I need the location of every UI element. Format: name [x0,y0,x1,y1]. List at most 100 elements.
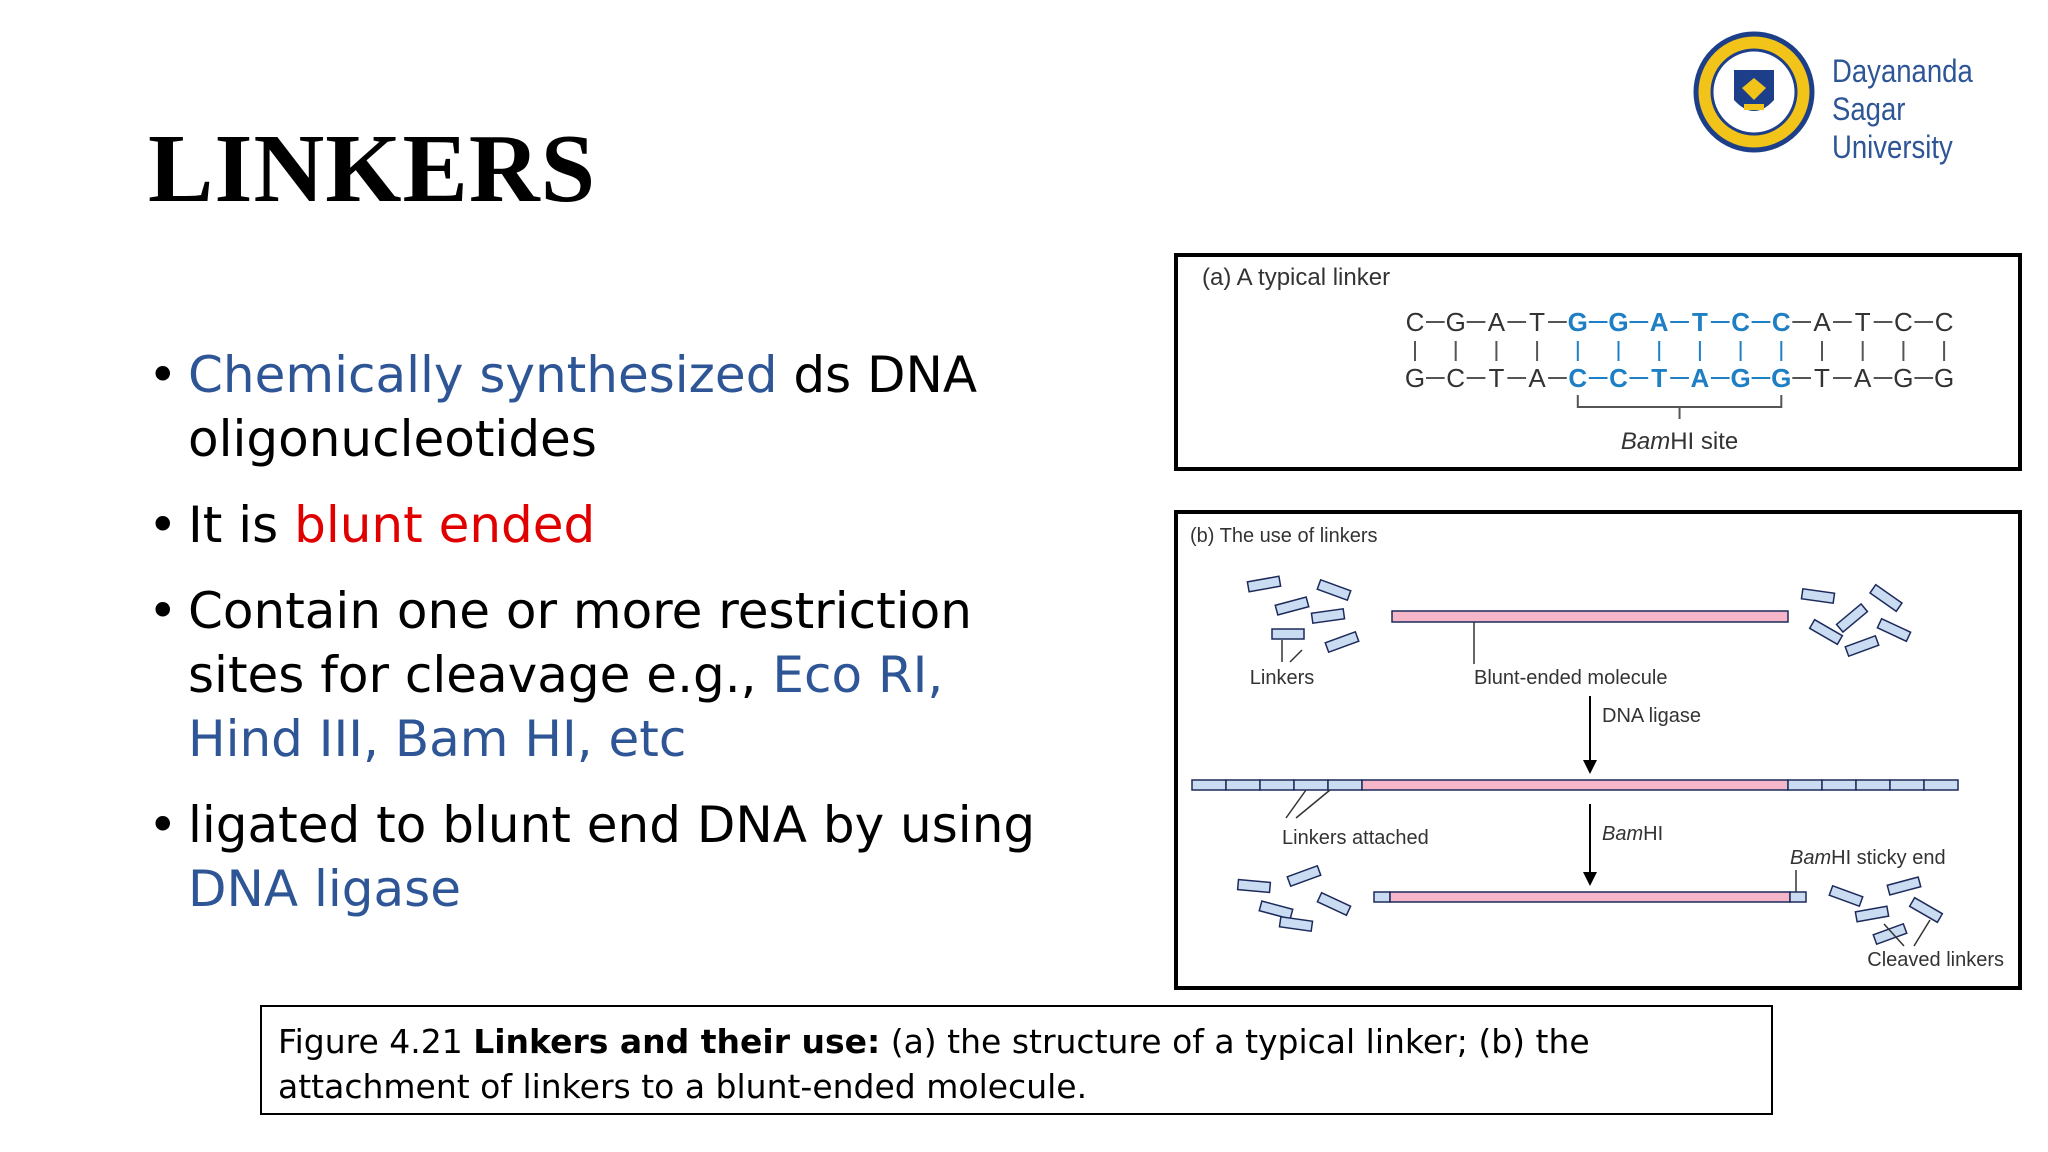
pointer-line [1883,923,1905,947]
molecule-with-linkers [1361,779,1789,791]
attached-linker [1225,779,1261,791]
attached-linker [1293,779,1329,791]
base-bottom: T [1651,363,1667,393]
sticky-end-label: BamHI sticky end [1790,847,1946,869]
bullet-text: DNA ligase [188,860,461,918]
bullet-list: Chemically synthesized ds DNA oligonucle… [148,343,1048,943]
university-name-line2: University [1832,129,1953,165]
attached-linker [1787,779,1823,791]
figure-a-diagram: (a) A typical linkerCGGCATTAGCGCATTACGCG… [1202,264,1954,455]
base-bottom: G [1730,363,1750,393]
pointer-line [1295,789,1331,819]
base-top: G [1608,307,1628,337]
university-logo [1693,31,1815,153]
attached-linker [1889,779,1925,791]
pointer-line [1285,789,1307,819]
bullet-text: blunt ended [294,496,596,554]
bullet-item: It is blunt ended [148,493,1048,557]
base-bottom: A [1691,363,1710,393]
figure-a-label: (a) A typical linker [1202,264,1390,291]
sticky-end [1373,891,1391,903]
linker-fragment [1274,596,1310,616]
base-bottom: C [1446,363,1465,393]
cleaved-linker-fragment [1278,915,1314,933]
cleaved-linker-fragment [1316,891,1352,917]
university-name: Dayananda Sagar University [1832,52,2018,166]
linkers-attached-label: Linkers attached [1282,827,1429,849]
bullet-item: Contain one or more restriction sites fo… [148,579,1048,771]
base-top: C [1772,307,1791,337]
linker-fragment [1876,617,1912,643]
bullet-text: Eco RI, Hind III, Bam HI, etc [188,646,944,768]
base-bottom: C [1568,363,1587,393]
cleaved-linkers-label: Cleaved linkers [1867,949,2004,971]
linker-fragment [1868,583,1904,613]
bullet-item: Chemically synthesized ds DNA oligonucle… [148,343,1048,471]
blunt-molecule-label: Blunt-ended molecule [1474,667,1667,689]
cleaved-molecule [1389,891,1791,903]
university-name-line1: Dayananda Sagar [1832,53,1973,127]
bullet-item: ligated to blunt end DNA by using DNA li… [148,793,1048,921]
cleaved-linker-fragment [1854,905,1890,923]
linker-fragment [1808,618,1844,646]
dna-ligase-label: DNA ligase [1602,705,1701,727]
base-top: G [1568,307,1588,337]
caption-prefix: Figure 4.21 [278,1022,474,1061]
bullet-text: ds DNA oligonucleotides [188,346,978,468]
attached-linker [1821,779,1857,791]
base-top: C [1935,307,1954,337]
linker-fragment [1800,587,1836,605]
base-top: C [1731,307,1750,337]
linker-fragment [1324,630,1360,654]
linker-fragment [1246,575,1282,593]
base-bottom: G [1934,363,1954,393]
attached-linker [1259,779,1295,791]
pointer-line [1913,919,1931,947]
figure-caption: Figure 4.21 Linkers and their use: (a) t… [260,1005,1773,1115]
bullet-text: ligated to blunt end DNA by using [188,796,1036,854]
site-label: BamHI site [1621,428,1738,455]
base-bottom: C [1609,363,1628,393]
bamhi-step-label: BamHI [1602,823,1663,845]
linker-fragment [1844,634,1880,658]
cleaved-linker-fragment [1872,922,1908,946]
bullet-text: Contain one or more restriction sites fo… [188,582,972,704]
site-bracket [1576,395,1783,419]
pointer-line [1289,649,1303,663]
base-top: T [1692,307,1708,337]
base-top: C [1406,307,1425,337]
attached-linker [1923,779,1959,791]
base-top: C [1894,307,1913,337]
cleaved-linker-fragment [1286,864,1322,888]
bullet-text: Chemically synthesized [188,346,778,404]
attached-linker [1191,779,1227,791]
caption-bold: Linkers and their use: [473,1022,881,1061]
base-top: A [1488,307,1506,337]
cleaved-linker-fragment [1908,896,1944,924]
cleaved-linker-fragment [1828,884,1864,908]
sticky-end [1789,891,1807,903]
base-top: A [1650,307,1669,337]
base-bottom: A [1854,363,1872,393]
base-bottom: T [1814,363,1830,393]
base-bottom: G [1405,363,1425,393]
base-bottom: G [1771,363,1791,393]
cleaved-linker-fragment [1236,878,1272,894]
linker-fragment [1271,628,1305,640]
base-top: G [1446,307,1466,337]
figure-b-label: (b) The use of linkers [1190,525,1378,547]
blunt-ended-molecule [1391,610,1789,623]
base-bottom: A [1528,363,1546,393]
bullet-text: It is [188,496,295,554]
arrow-head [1583,872,1597,886]
cleaved-linker-fragment [1258,900,1294,920]
base-top: A [1813,307,1831,337]
arrow-head [1583,760,1597,774]
base-top: T [1855,307,1871,337]
base-top: T [1529,307,1545,337]
caption-rest: (a) the structure of a typical linker; (… [278,1022,1590,1106]
base-bottom: G [1893,363,1913,393]
